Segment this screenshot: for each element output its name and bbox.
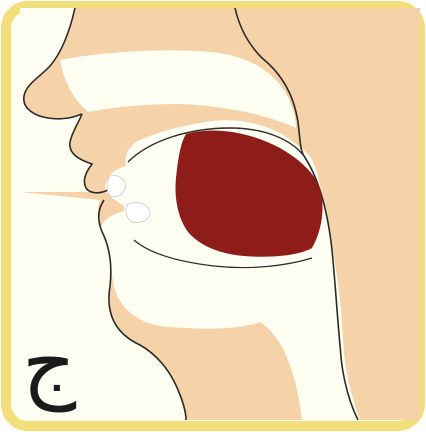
- letter-glyph: ج: [22, 314, 77, 413]
